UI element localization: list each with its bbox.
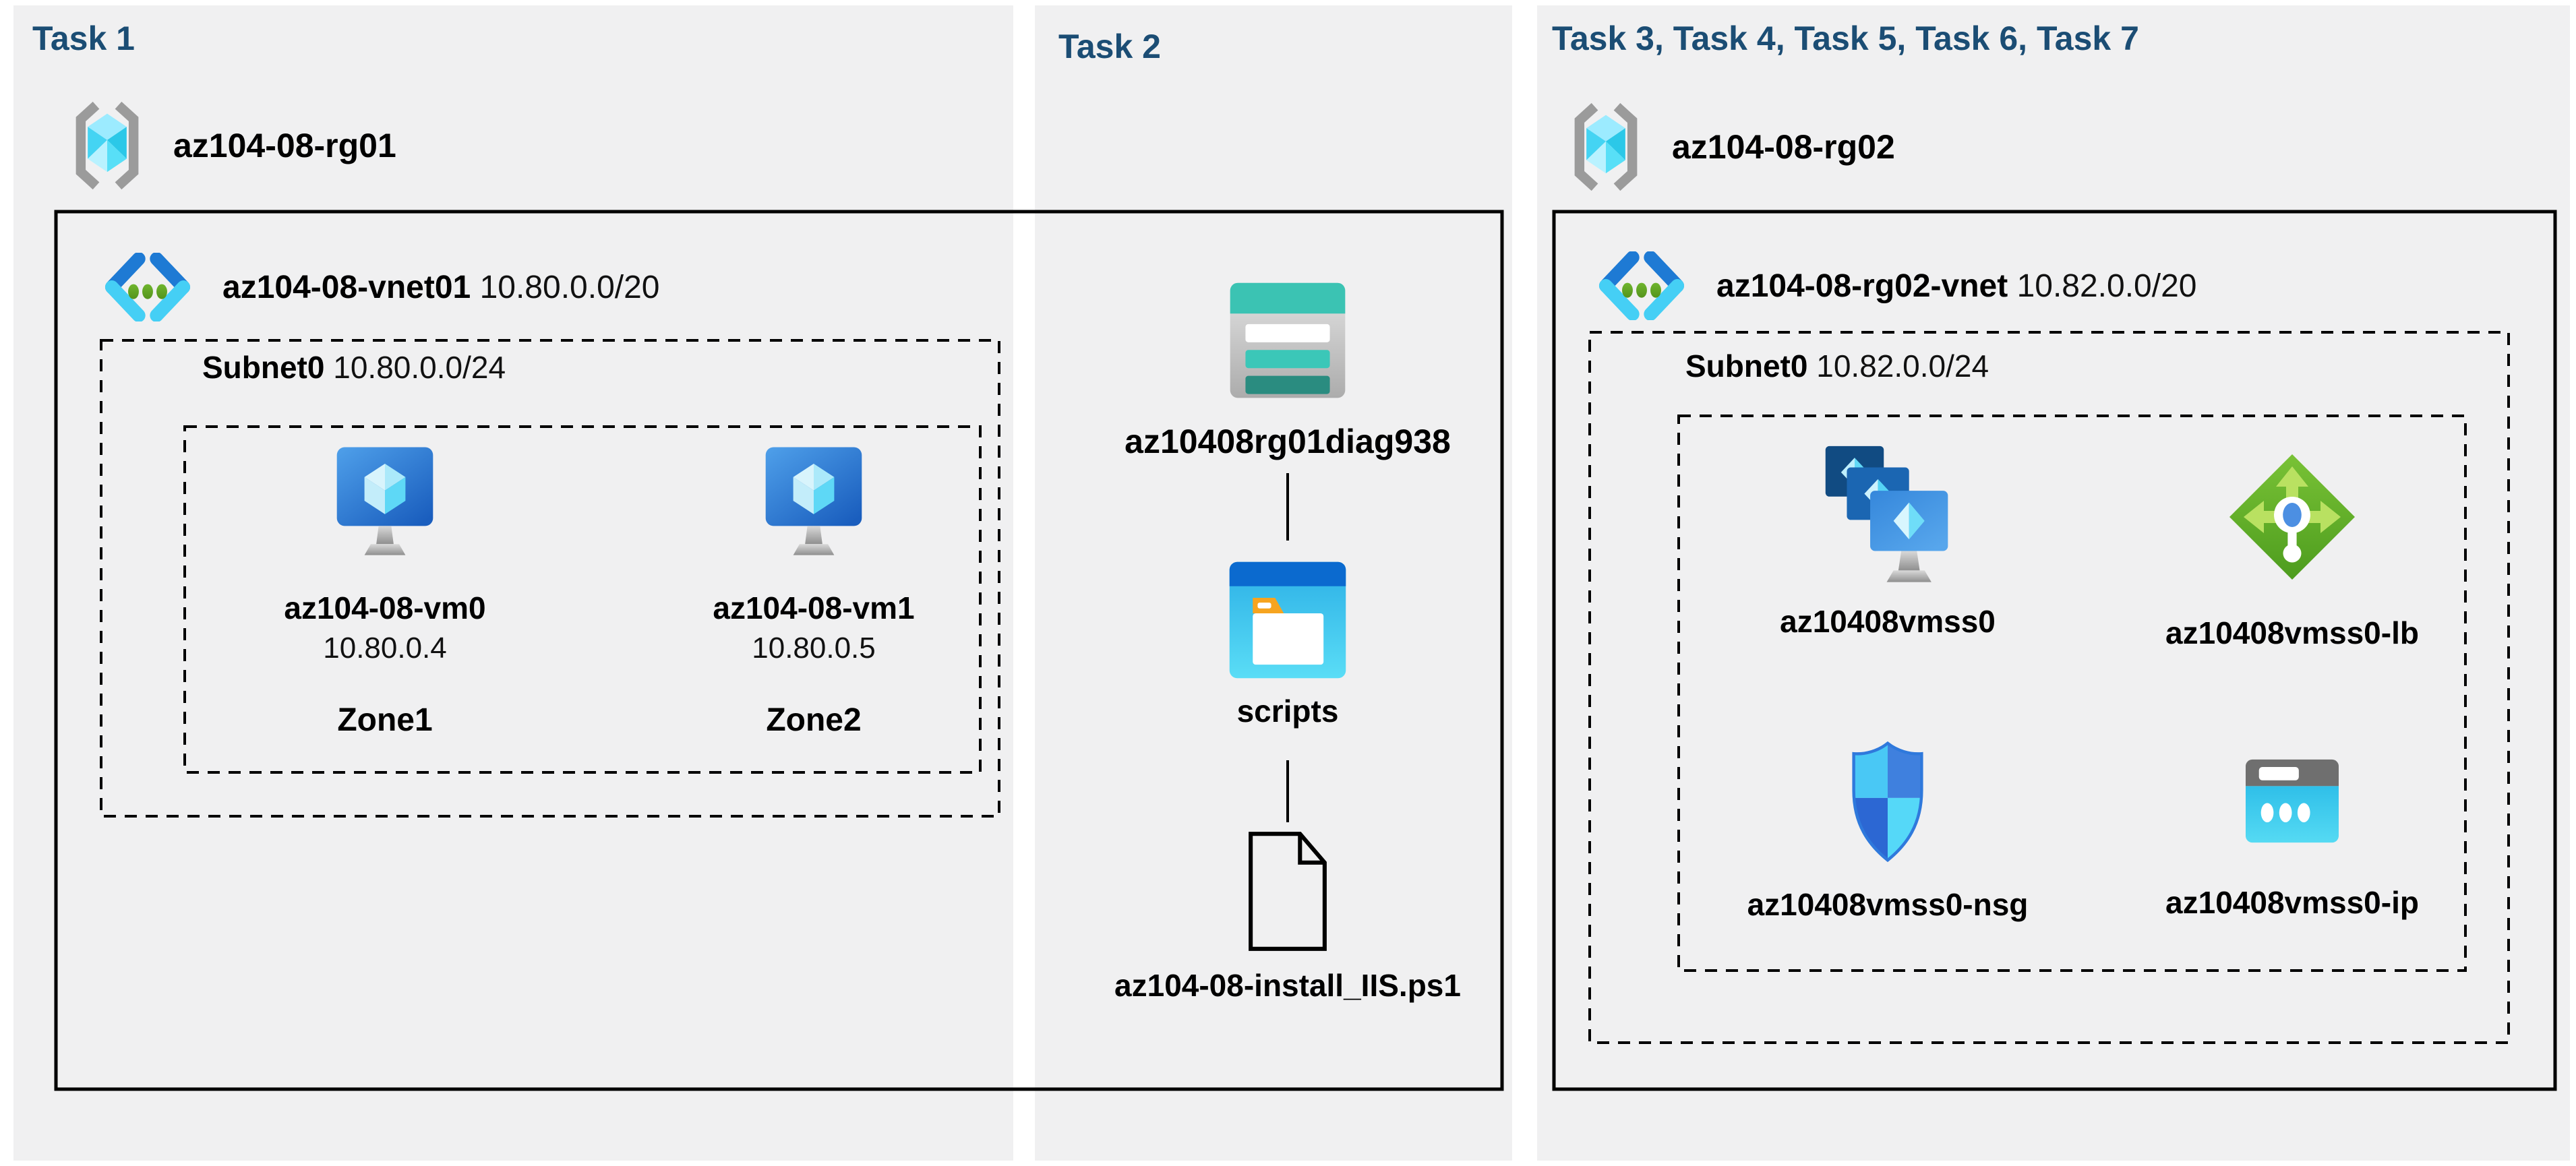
virtual-network-icon bbox=[104, 253, 191, 321]
nsg-item: az10408vmss0-nsg bbox=[1726, 741, 2049, 923]
resource-group-rg02: az104-08-rg02 bbox=[1563, 100, 1895, 194]
storage-account-name: az10408rg01diag938 bbox=[1125, 423, 1451, 460]
subnet-name: Subnet0 bbox=[1685, 348, 1808, 383]
vm-name: az104-08-vm1 bbox=[713, 590, 915, 625]
subnet-cidr: 10.82.0.0/24 bbox=[1816, 348, 1989, 383]
virtual-machine-icon bbox=[765, 447, 862, 555]
script-file-item: az104-08-install_IIS.ps1 bbox=[1085, 828, 1490, 1004]
subnet-cidr: 10.80.0.0/24 bbox=[333, 350, 506, 385]
load-balancer-name: az10408vmss0-lb bbox=[2165, 615, 2419, 650]
vm1-item: az104-08-vm1 10.80.0.5 Zone2 bbox=[638, 445, 989, 739]
storage-account-icon bbox=[1230, 282, 1346, 398]
vnet2-label: az104-08-rg02-vnet 10.82.0.0/20 bbox=[1716, 268, 2196, 305]
public-ip-item: az10408vmss0-ip bbox=[2130, 756, 2454, 921]
vm-ip: 10.80.0.4 bbox=[323, 632, 447, 665]
connector-line bbox=[1286, 760, 1289, 822]
resource-group-name: az104-08-rg01 bbox=[173, 127, 396, 164]
task2-title: Task 2 bbox=[1058, 28, 1161, 65]
resource-group-icon bbox=[1574, 102, 1638, 191]
vm-zone: Zone1 bbox=[337, 702, 433, 738]
public-ip-icon bbox=[2246, 759, 2339, 843]
load-balancer-item: az10408vmss0-lb bbox=[2130, 446, 2454, 651]
vnet-cidr: 10.80.0.0/20 bbox=[479, 269, 660, 305]
virtual-machine-icon bbox=[336, 447, 433, 555]
public-ip-name: az10408vmss0-ip bbox=[2165, 885, 2419, 920]
vm-zone: Zone2 bbox=[766, 702, 862, 738]
vm0-item: az104-08-vm0 10.80.0.4 Zone1 bbox=[210, 445, 560, 739]
folder-icon bbox=[1229, 561, 1346, 679]
vnet-name: az104-08-vnet01 bbox=[222, 269, 471, 305]
connector-line bbox=[1286, 473, 1289, 541]
vmss-name: az10408vmss0 bbox=[1780, 604, 1996, 639]
scripts-container-item: scripts bbox=[1119, 558, 1456, 729]
vnet-cidr: 10.82.0.0/20 bbox=[2016, 268, 2197, 304]
vmss-item: az10408vmss0 bbox=[1726, 442, 2049, 640]
vm-ip: 10.80.0.5 bbox=[752, 632, 876, 665]
vnet2-header: az104-08-rg02-vnet 10.82.0.0/20 bbox=[1592, 241, 2196, 330]
vnet1-label: az104-08-vnet01 10.80.0.0/20 bbox=[222, 269, 659, 306]
load-balancer-icon bbox=[2229, 454, 2355, 580]
subnet2-label: Subnet0 10.82.0.0/24 bbox=[1685, 348, 1989, 384]
nsg-name: az10408vmss0-nsg bbox=[1747, 887, 2029, 922]
nsg-shield-icon bbox=[1852, 741, 1923, 862]
script-file-name: az104-08-install_IIS.ps1 bbox=[1114, 968, 1461, 1003]
vnet1-header: az104-08-vnet01 10.80.0.0/20 bbox=[98, 243, 659, 332]
scripts-container-name: scripts bbox=[1236, 694, 1339, 729]
subnet1-label: Subnet0 10.80.0.0/24 bbox=[202, 349, 506, 386]
resource-group-name: az104-08-rg02 bbox=[1672, 128, 1895, 166]
storage-account-item: az10408rg01diag938 bbox=[1119, 279, 1456, 461]
subnet-name: Subnet0 bbox=[202, 350, 325, 385]
task1-title: Task 1 bbox=[32, 20, 135, 57]
vm-name: az104-08-vm0 bbox=[284, 590, 486, 625]
vnet-name: az104-08-rg02-vnet bbox=[1716, 268, 2008, 304]
resource-group-rg01: az104-08-rg01 bbox=[64, 98, 396, 193]
task3-title: Task 3, Task 4, Task 5, Task 6, Task 7 bbox=[1552, 20, 2139, 57]
resource-group-icon bbox=[76, 101, 139, 190]
file-icon bbox=[1249, 832, 1327, 951]
vmss-icon bbox=[1825, 446, 1948, 582]
virtual-network-icon bbox=[1598, 251, 1685, 320]
